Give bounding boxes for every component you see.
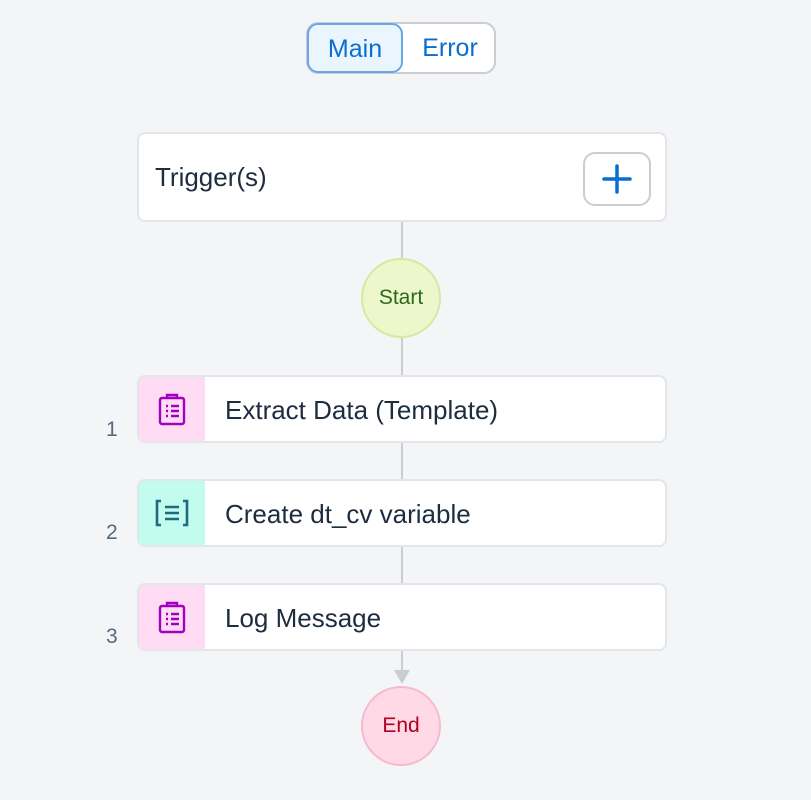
connector: [401, 338, 403, 375]
start-node: Start: [361, 258, 441, 338]
tab-main[interactable]: Main: [307, 23, 403, 73]
connector: [401, 547, 403, 583]
step-log-message[interactable]: Log Message: [137, 583, 667, 651]
step-number: 2: [106, 521, 118, 544]
step-extract-data[interactable]: Extract Data (Template): [137, 375, 667, 443]
main-error-toggle: Main Error: [306, 22, 496, 74]
step-create-variable[interactable]: Create dt_cv variable: [137, 479, 667, 547]
clipboard-list-icon: [139, 585, 205, 649]
plus-icon: [602, 164, 632, 194]
tab-error[interactable]: Error: [422, 34, 478, 62]
arrow-down-icon: [394, 670, 410, 684]
add-trigger-button[interactable]: [583, 152, 651, 206]
step-number: 1: [106, 418, 118, 441]
step-number: 3: [106, 625, 118, 648]
connector: [401, 651, 403, 671]
step-label: Log Message: [225, 603, 382, 633]
triggers-card: Trigger(s): [137, 132, 667, 222]
clipboard-list-icon: [139, 377, 205, 441]
connector: [401, 222, 403, 258]
triggers-label: Trigger(s): [155, 162, 267, 192]
connector: [401, 443, 403, 479]
step-label: Create dt_cv variable: [225, 499, 471, 529]
variable-bracket-icon: [139, 481, 205, 545]
step-label: Extract Data (Template): [225, 395, 499, 425]
end-node: End: [361, 686, 441, 766]
